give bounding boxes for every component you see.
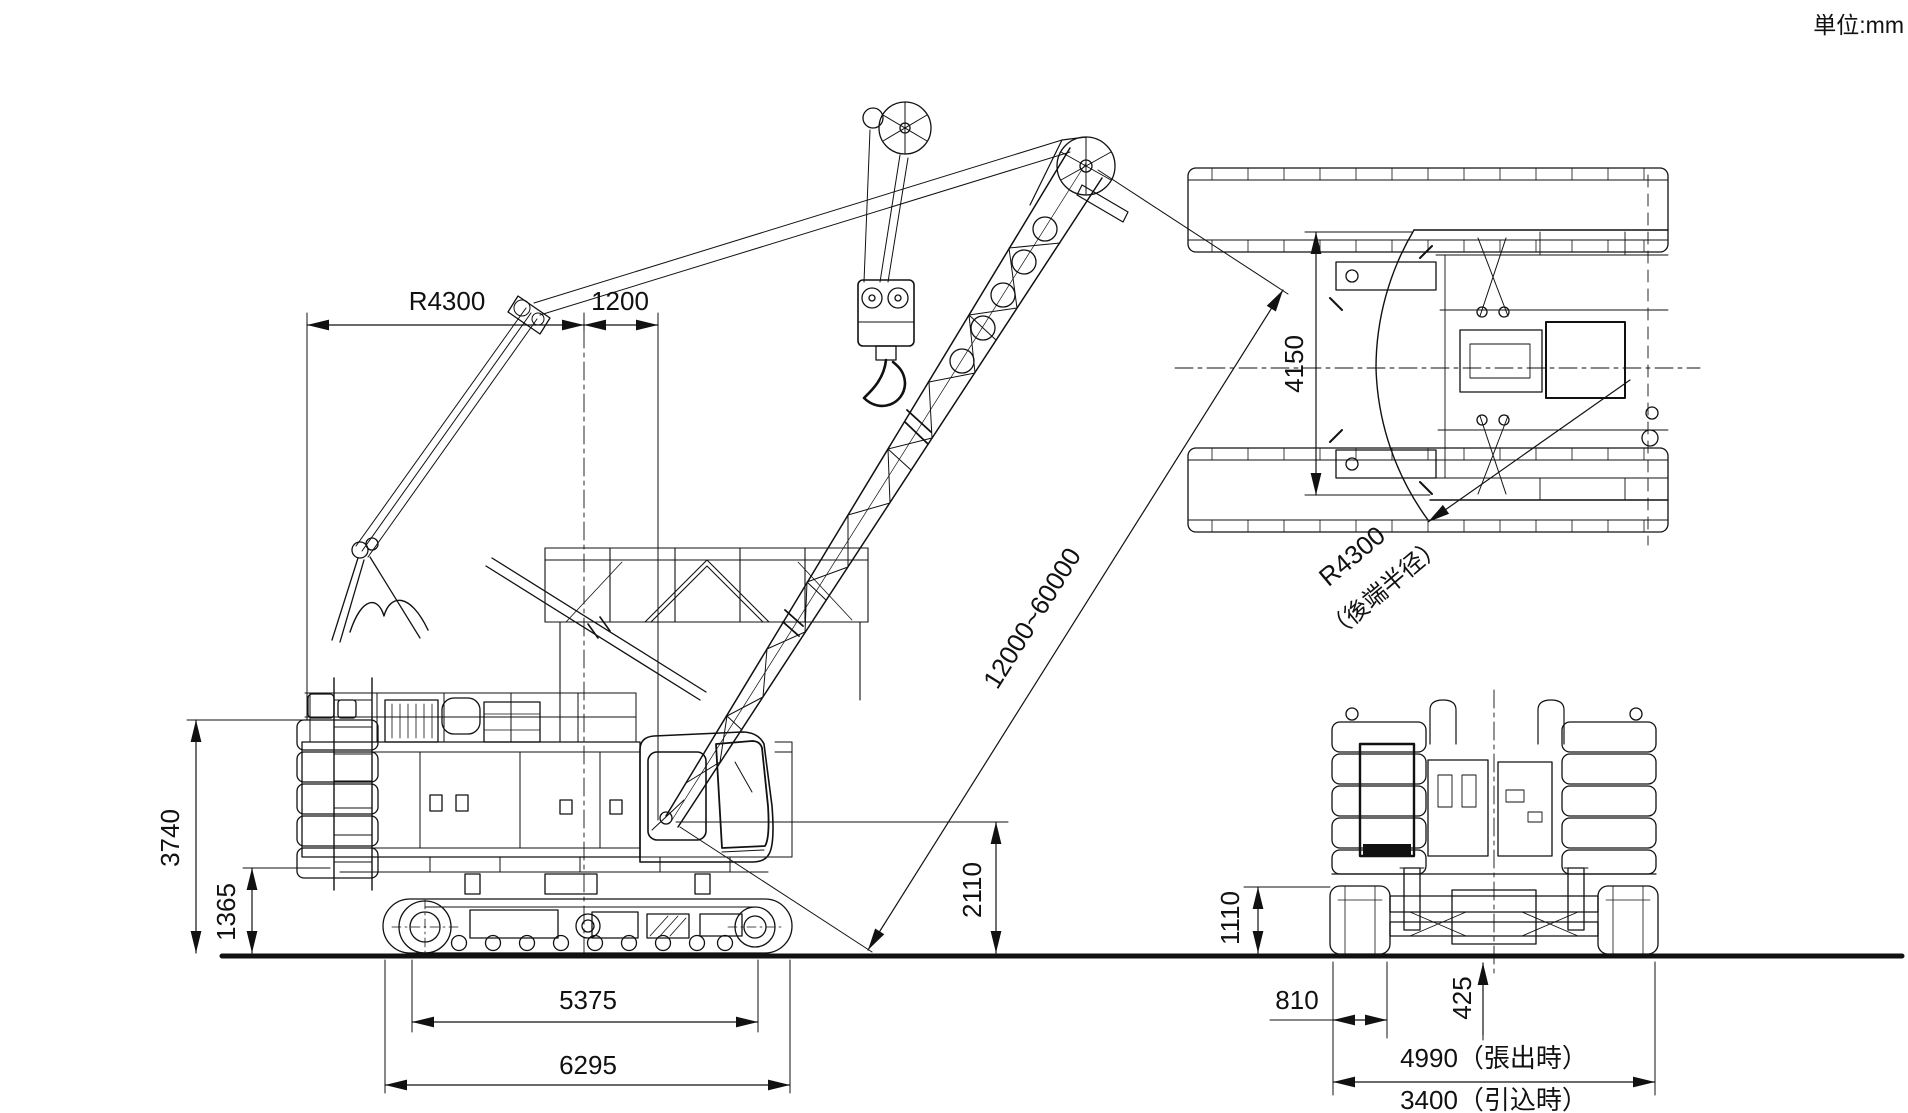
dim-tumbler-distance: 5375 xyxy=(559,985,617,1015)
dim-width-retracted: 3400（引込時） xyxy=(1400,1085,1588,1113)
pendant-rigging xyxy=(355,139,1071,558)
rear-view-drawing xyxy=(1329,689,1659,979)
dim-width-extended: 4990（張出時） xyxy=(1400,1043,1588,1073)
dim-upper-width: 4150 xyxy=(1279,335,1309,393)
unit-note: 単位:mm xyxy=(1813,12,1904,38)
deck-handrail xyxy=(304,692,637,743)
dim-carbody-clearance: 1110 xyxy=(1215,891,1245,945)
boom-backstop xyxy=(485,557,707,701)
plan-crawler-top xyxy=(1187,167,1669,253)
plan-view-drawing xyxy=(1174,167,1701,546)
crawler-track-side xyxy=(382,898,793,955)
rear-crawler-right xyxy=(1597,885,1659,955)
dim-boom-foot-offset: 1200 xyxy=(591,286,649,316)
dim-counterweight-height: 1365 xyxy=(211,883,241,941)
rope-guard xyxy=(349,599,429,633)
dim-tail-radius-side: R4300 xyxy=(408,286,486,316)
boom-rest-platform xyxy=(544,547,869,743)
boom-head-sheaves xyxy=(862,101,1129,223)
dimension-lines xyxy=(186,169,1656,1096)
rear-counterweight-right xyxy=(1561,721,1657,875)
lattice-boom xyxy=(651,147,1103,831)
dim-shoe-width: 810 xyxy=(1275,985,1319,1015)
gantry xyxy=(331,537,429,643)
counterweight-stack xyxy=(296,693,379,879)
rear-crawler-left xyxy=(1329,885,1391,955)
dim-center-offset: 425 xyxy=(1447,976,1477,1020)
operator-cab xyxy=(639,731,774,863)
rear-machinery xyxy=(1331,699,1657,875)
dim-crawler-length: 6295 xyxy=(559,1050,617,1080)
dim-boom-foot-height: 2110 xyxy=(957,862,987,918)
plan-upperworks xyxy=(1329,229,1669,521)
head-pin xyxy=(1076,184,1129,223)
hook-block xyxy=(857,129,915,408)
rear-counterweight-left xyxy=(1331,721,1427,875)
side-view-drawing xyxy=(296,101,1129,955)
dim-overall-height: 3740 xyxy=(155,809,185,867)
deck-equipment xyxy=(384,697,541,743)
